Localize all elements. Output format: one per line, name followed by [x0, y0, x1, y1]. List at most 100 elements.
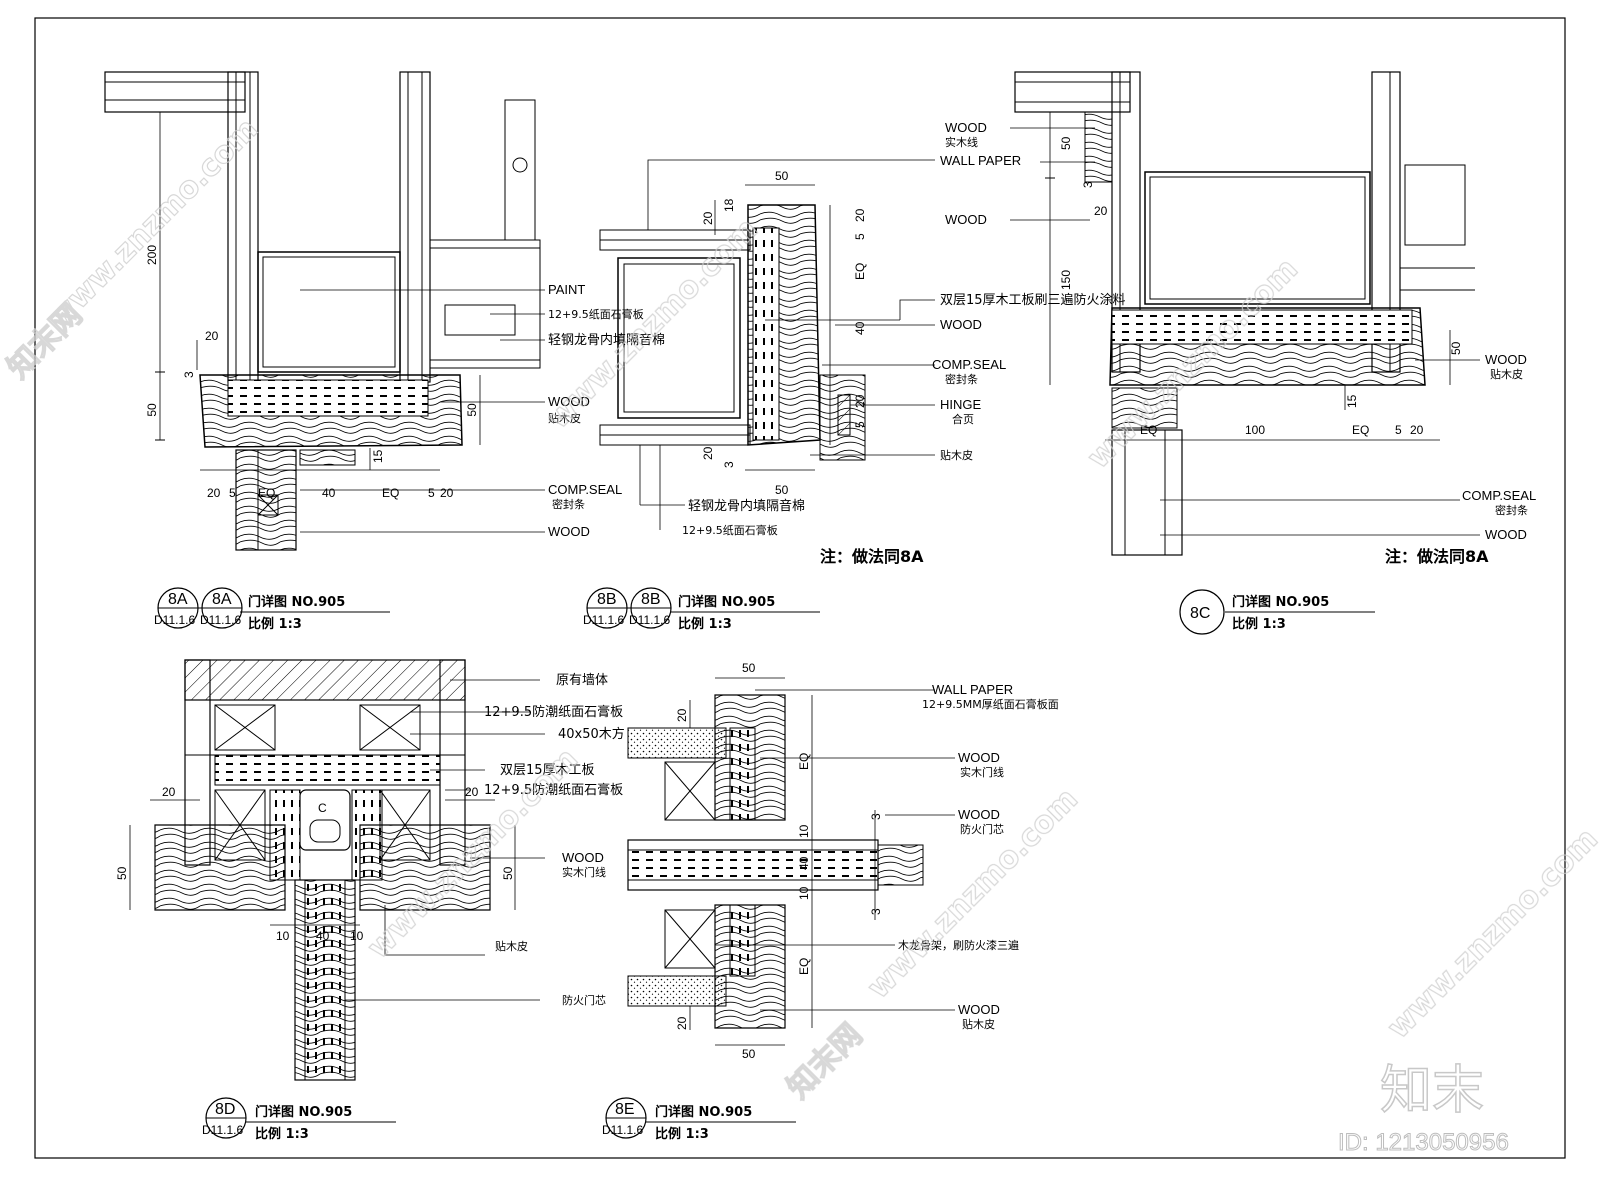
title-8a-tag-2: 8A: [212, 591, 232, 608]
title-8d-name: 门详图 NO.905: [255, 1104, 352, 1120]
callout-seal-cn: 密封条: [1495, 503, 1528, 517]
callout-timber: 40x50木方: [558, 726, 625, 742]
dim-20: 20: [205, 329, 219, 343]
dim-50-right: 50: [1449, 341, 1463, 355]
title-8a-name: 门详图 NO.905: [248, 594, 345, 610]
callout-wallpaper-cn: 12+9.5MM厚纸面石膏板面: [922, 697, 1059, 711]
title-8b-sheet-2: D11.1.6: [629, 613, 670, 627]
dim-5: 5: [1395, 423, 1402, 437]
dim-3: 3: [1081, 181, 1095, 188]
dim-10-right: 10: [350, 929, 364, 943]
detail-8b: 50 20 18 20 5 EQ 40 20 5 20 3 50 WALL PA…: [599, 153, 1126, 566]
title-8e-tag: 8E: [615, 1101, 635, 1118]
callout-wood-4: WOOD: [1485, 527, 1527, 542]
detail-8d: C 20 20 50 50 10 40 10 原有墙体 12+9.5防潮纸面石膏…: [115, 659, 625, 1081]
dim-10-left: 10: [276, 929, 290, 943]
watermark-logo: 知末: [1380, 1061, 1484, 1121]
title-8b-sheet: D11.1.6: [583, 613, 624, 627]
title-8e: 8E D11.1.6 门详图 NO.905 比例 1:3: [602, 1097, 796, 1142]
dim-3: 3: [722, 461, 736, 468]
watermark-text: www.znzmo.com: [1381, 822, 1600, 1046]
detail-8e: 50 20 EQ 10 3 40 10 3 EQ 20 50 WALL PAPE…: [627, 661, 1059, 1061]
title-8a-tag: 8A: [168, 591, 188, 608]
callout-gypsum: 12+9.5纸面石膏板: [682, 523, 778, 537]
dim-50-top: 50: [1059, 136, 1073, 150]
callout-wood-1: WOOD: [945, 120, 987, 135]
dim-40: 40: [322, 486, 336, 500]
callout-wood-1-cn: 实木线: [945, 135, 978, 149]
callout-wallpaper: WALL PAPER: [932, 682, 1013, 697]
dim-15: 15: [1345, 394, 1359, 408]
dim-20-left: 20: [207, 486, 221, 500]
watermark-id: ID: 1213050956: [1338, 1129, 1509, 1156]
title-8a-sheet: D11.1.6: [154, 613, 195, 627]
title-8b-tag-2: 8B: [641, 591, 661, 608]
dim-20-left: 20: [162, 785, 176, 799]
dim-50-bottom: 50: [775, 483, 789, 497]
dim-50-right: 50: [465, 403, 479, 417]
callout-paint: PAINT: [548, 282, 585, 297]
title-8d-sheet: D11.1.6: [202, 1123, 243, 1137]
title-8d-scale: 比例 1:3: [255, 1126, 309, 1142]
callout-board: 双层15厚木工板: [500, 763, 595, 778]
title-8e-sheet: D11.1.6: [602, 1123, 643, 1137]
callout-wood-2: WOOD: [958, 807, 1000, 822]
dim-15: 15: [371, 449, 385, 463]
note-8b: 注：做法同8A: [820, 547, 924, 566]
callout-wood: WOOD: [562, 850, 604, 865]
callout-wood-2-cn: 防火门芯: [960, 822, 1004, 836]
callout-wood-3-cn: 贴木皮: [962, 1017, 995, 1031]
dim-20-bottom: 20: [675, 1016, 689, 1030]
callout-wall: 原有墙体: [556, 673, 608, 688]
callout-wood-3: WOOD: [1485, 352, 1527, 367]
title-8e-scale: 比例 1:3: [655, 1126, 709, 1142]
watermark-brand: 知末网: [781, 1017, 869, 1105]
title-8d-tag: 8D: [215, 1101, 235, 1118]
dim-eq-top: EQ: [797, 753, 811, 770]
dim-5-right: 5: [428, 486, 435, 500]
dim-40: 40: [797, 856, 811, 870]
callout-wood-1: WOOD: [958, 750, 1000, 765]
title-8a-scale: 比例 1:3: [248, 616, 302, 632]
title-8a: 8A 8A D11.1.6 D11.1.6 门详图 NO.905 比例 1:3: [154, 587, 390, 632]
callout-hinge: HINGE: [940, 397, 982, 412]
title-8c-scale: 比例 1:3: [1232, 616, 1286, 632]
closer-symbol: C: [318, 801, 327, 815]
watermark-text: www.znzmo.com: [541, 212, 765, 436]
sheet-border: [34, 17, 1566, 1159]
dim-200: 200: [145, 245, 159, 265]
dim-5-a: 5: [853, 233, 867, 240]
dim-150: 150: [1059, 270, 1073, 290]
dim-50-bottom: 50: [742, 1047, 756, 1061]
title-8c: 8C 门详图 NO.905 比例 1:3: [1179, 589, 1375, 635]
callout-steel: 轻钢龙骨内填隔音棉: [688, 498, 805, 514]
dim-40: 40: [853, 321, 867, 335]
title-8b-tag: 8B: [597, 591, 617, 608]
dim-50-top: 50: [742, 661, 756, 675]
callout-wood: WOOD: [548, 394, 590, 409]
title-8e-name: 门详图 NO.905: [655, 1104, 752, 1120]
callout-gypsum-2: 12+9.5防潮纸面石膏板: [484, 782, 623, 798]
title-8d: 8D D11.1.6 门详图 NO.905 比例 1:3: [202, 1097, 396, 1142]
callout-veneer: 贴木皮: [940, 448, 973, 462]
dim-20-right: 20: [1410, 423, 1424, 437]
callout-wood-3: WOOD: [958, 1002, 1000, 1017]
callout-seal: COMP.SEAL: [932, 357, 1006, 372]
dim-20-right: 20: [440, 486, 454, 500]
dim-50: 50: [145, 403, 159, 417]
dim-3: 3: [182, 371, 196, 378]
title-8c-tag: 8C: [1190, 605, 1210, 622]
title-8b-name: 门详图 NO.905: [678, 594, 775, 610]
callout-veneer: 贴木皮: [495, 939, 528, 953]
callout-wood-2: WOOD: [548, 524, 590, 539]
callout-wood-2: WOOD: [945, 212, 987, 227]
callout-wood-1-cn: 实木门线: [960, 765, 1004, 779]
detail-8a: 200 50 20 3 50 15 20 5 EQ 40 EQ 5 20 PAI…: [104, 71, 665, 551]
callout-gypsum: 12+9.5纸面石膏板: [548, 307, 644, 321]
dim-eq-bottom: EQ: [797, 958, 811, 975]
dim-18: 18: [722, 198, 736, 212]
title-8c-name: 门详图 NO.905: [1232, 594, 1329, 610]
dim-3-bottom: 3: [869, 908, 883, 915]
dim-20-a: 20: [701, 211, 715, 225]
